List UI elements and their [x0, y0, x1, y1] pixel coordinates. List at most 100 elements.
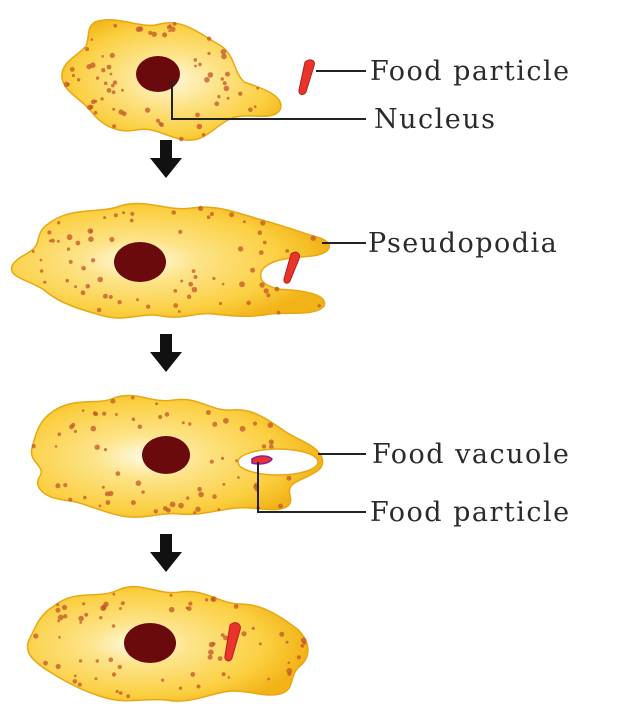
granule [67, 234, 73, 240]
granule [57, 221, 60, 224]
granule [32, 444, 36, 448]
granule [96, 659, 99, 662]
granule [286, 668, 292, 674]
granule [288, 662, 291, 665]
granule [43, 281, 46, 284]
granule [228, 676, 231, 679]
granule [171, 210, 176, 215]
granule [259, 282, 264, 287]
granule [76, 241, 81, 246]
granule [182, 421, 185, 424]
granule [70, 67, 75, 72]
granule [179, 687, 182, 690]
granule [32, 250, 35, 253]
granule [63, 614, 67, 618]
granule [138, 424, 143, 429]
granule [241, 631, 246, 636]
granule [78, 683, 82, 687]
granule [79, 659, 82, 662]
granule [90, 230, 93, 233]
cell-body [12, 203, 330, 317]
granule [206, 410, 211, 415]
granule [102, 486, 105, 489]
granule [83, 496, 87, 500]
granule [67, 83, 70, 86]
granule [131, 500, 136, 505]
granule [163, 506, 168, 511]
granule [110, 73, 113, 76]
granule [178, 503, 184, 509]
granule [107, 88, 112, 93]
granule [112, 672, 116, 676]
granule [207, 215, 211, 219]
granule [207, 52, 210, 55]
granule [110, 53, 115, 58]
label-food-particle-1: Food particle [370, 56, 571, 87]
granule [223, 418, 229, 424]
granule [311, 236, 316, 241]
granule [250, 268, 255, 273]
granule [47, 230, 51, 234]
granule [186, 496, 189, 499]
nucleus [124, 623, 176, 663]
granule [198, 206, 203, 211]
granule [115, 413, 118, 416]
granule [93, 411, 97, 415]
granule [40, 269, 44, 273]
granule [209, 642, 214, 647]
granule [178, 310, 181, 313]
granule [108, 491, 113, 496]
granule [188, 602, 192, 606]
granule [55, 445, 58, 448]
granule [258, 230, 263, 235]
granule [297, 655, 301, 659]
granule [207, 37, 211, 41]
granule [116, 471, 121, 476]
granule [208, 72, 214, 78]
granule [121, 601, 125, 605]
granule [267, 678, 270, 681]
granule [141, 490, 144, 493]
granule [221, 457, 224, 460]
granule [58, 432, 62, 436]
granule [51, 239, 55, 243]
granule [252, 627, 255, 630]
granule [168, 30, 171, 33]
amoeba-stage-1 [62, 20, 315, 142]
granule [78, 616, 84, 622]
granule [152, 32, 157, 37]
granule [56, 608, 61, 613]
amoeba-stage-4 [27, 587, 307, 701]
granule [55, 483, 60, 488]
granule [126, 694, 130, 698]
granule [88, 236, 94, 242]
granule [221, 49, 227, 55]
granule [33, 633, 38, 638]
granule [132, 418, 136, 422]
granule [192, 287, 198, 293]
granule [66, 279, 70, 283]
granule [229, 212, 234, 217]
granule [82, 602, 85, 605]
granule [121, 89, 124, 92]
granule [72, 74, 75, 77]
amoeba-stage-3 [31, 395, 322, 517]
granule [136, 298, 139, 301]
granule [99, 616, 102, 619]
granule [266, 293, 270, 297]
granule [69, 260, 73, 264]
granule [264, 288, 269, 293]
granule [204, 77, 210, 83]
granule [227, 97, 230, 100]
granule [158, 122, 162, 126]
granule [234, 604, 239, 609]
granule [154, 509, 158, 513]
granule [256, 87, 259, 90]
granule [269, 439, 274, 444]
granule [205, 598, 208, 601]
granule [179, 137, 184, 142]
granule [193, 511, 196, 514]
granule [259, 642, 262, 645]
granule [81, 290, 86, 295]
granule [91, 99, 96, 104]
